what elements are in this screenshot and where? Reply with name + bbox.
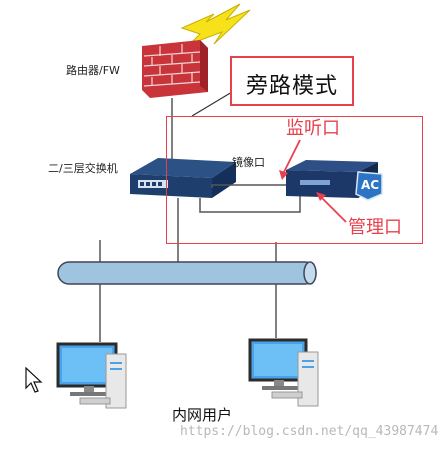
router-label: 路由器/FW: [66, 64, 120, 77]
cursor-icon: [25, 366, 43, 393]
bypass-mode-box: 旁路模式: [230, 56, 354, 106]
switch-device-icon: [130, 158, 236, 198]
listen-port-label: 监听口: [286, 118, 340, 139]
ac-badge-label: AC: [361, 178, 380, 192]
switch-label: 二/三层交换机: [48, 162, 118, 175]
mgmt-port-label: 管理口: [348, 217, 402, 238]
watermark-text: https://blog.csdn.net/qq_43987474: [180, 424, 439, 439]
pc-left-icon: [56, 342, 127, 409]
firewall-icon: [142, 40, 208, 98]
users-label: 内网用户: [172, 406, 233, 424]
mirror-port-label: 镜像口: [232, 156, 265, 169]
network-bus-icon: [57, 261, 317, 285]
pc-right-icon: [248, 338, 319, 407]
lightning-icon: [180, 3, 251, 45]
monitoring-region: [166, 116, 423, 244]
bypass-mode-label: 旁路模式: [246, 74, 339, 99]
ac-device-icon: [286, 160, 383, 201]
